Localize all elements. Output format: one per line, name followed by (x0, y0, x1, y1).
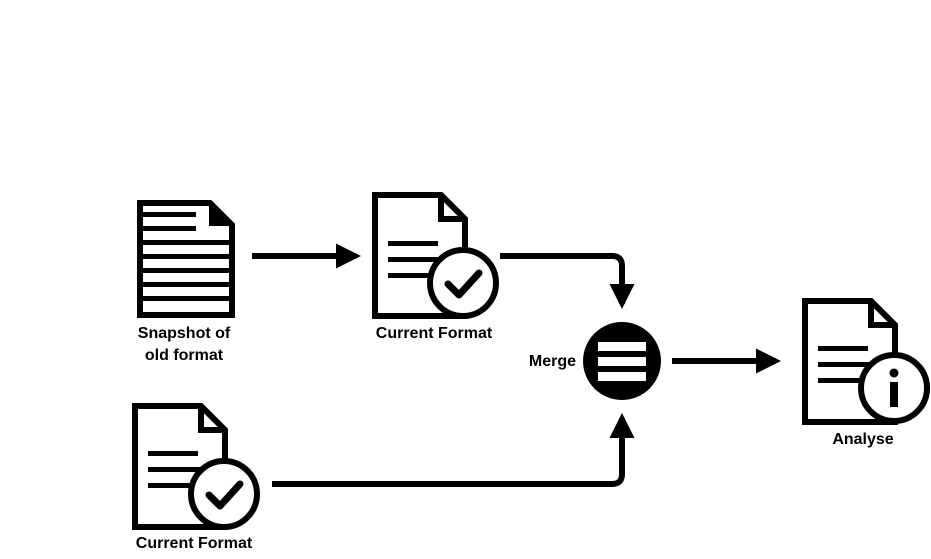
document-check-icon (132, 403, 260, 530)
merge-label: Merge (529, 353, 576, 370)
snapshot-label-line2: old format (145, 347, 224, 364)
current-format-top-label: Current Format (376, 325, 493, 342)
arrow-current-bottom-to-merge (272, 412, 635, 487)
analyse-label: Analyse (832, 431, 893, 448)
arrow-current-top-to-merge (500, 253, 635, 310)
document-check-icon (372, 192, 499, 319)
document-info-icon (802, 298, 930, 425)
snapshot-label-line1: Snapshot of (138, 325, 231, 342)
document-lines-icon (137, 200, 235, 318)
merge-icon (583, 322, 661, 400)
current-format-bottom-label: Current Format (136, 535, 253, 552)
